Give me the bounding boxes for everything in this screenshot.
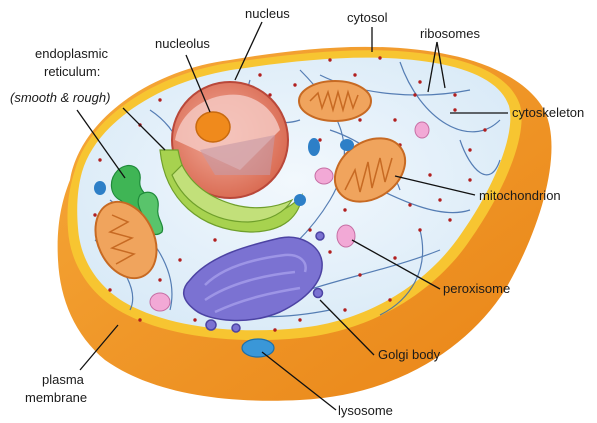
ribosome-dot: [408, 203, 411, 206]
ribosome-dot: [98, 158, 101, 161]
ribosome-dot: [298, 318, 301, 321]
ribosome-dot: [343, 208, 346, 211]
ribosome-dot: [343, 308, 346, 311]
peroxisome-mid: [315, 168, 333, 184]
ribosome-dot: [308, 228, 311, 231]
ribosome-dot: [393, 118, 396, 121]
ribosome-dot: [418, 80, 421, 83]
ribosome-dot: [93, 213, 96, 216]
ribosome-dot: [453, 108, 456, 111]
label-cytoskeleton: cytoskeleton: [512, 105, 584, 120]
ribosome-dot: [483, 128, 486, 131]
ribosome-dot: [328, 250, 331, 253]
ribosome-dot: [428, 173, 431, 176]
vesicle-4: [294, 194, 306, 206]
ribosome-dot: [318, 138, 321, 141]
ribosome-dot: [213, 238, 216, 241]
label-er-line2: reticulum:: [44, 64, 100, 79]
label-golgi: Golgi body: [378, 347, 441, 362]
ribosome-dot: [258, 73, 261, 76]
ribosome-dot: [468, 178, 471, 181]
label-plasma-line1: plasma: [42, 372, 85, 387]
ribosome-dot: [273, 328, 276, 331]
peroxisome-top: [415, 122, 429, 138]
lysosome: [242, 339, 274, 357]
ribosome-dot: [293, 83, 296, 86]
peroxisome-left: [150, 293, 170, 311]
ribosome-dot: [193, 318, 196, 321]
label-lysosome: lysosome: [338, 403, 393, 418]
label-peroxisome: peroxisome: [443, 281, 510, 296]
ribosome-dot: [358, 118, 361, 121]
vesicle-2: [308, 138, 320, 156]
label-cytosol: cytosol: [347, 10, 388, 25]
ribosome-dot: [378, 56, 381, 59]
vesicle-1: [94, 181, 106, 195]
ribosome-dot: [468, 148, 471, 151]
label-ribosomes: ribosomes: [420, 26, 480, 41]
ribosome-dot: [448, 218, 451, 221]
peroxisome-right: [337, 225, 355, 247]
label-nucleolus: nucleolus: [155, 36, 210, 51]
ribosome-dot: [388, 298, 391, 301]
ribosome-dot: [158, 278, 161, 281]
mitochondrion-top: [299, 81, 371, 121]
ribosome-dot: [438, 198, 441, 201]
label-nucleus: nucleus: [245, 6, 290, 21]
label-er-line3: (smooth & rough): [10, 90, 110, 105]
vesicle-3: [340, 139, 354, 151]
ribosome-dot: [328, 58, 331, 61]
ribosome-dot: [393, 256, 396, 259]
ribosome-dot: [453, 93, 456, 96]
ribosome-dot: [108, 288, 111, 291]
label-plasma-line2: membrane: [25, 390, 87, 405]
ribosome-dot: [413, 93, 416, 96]
label-mitochondrion: mitochondrion: [479, 188, 561, 203]
ribosome-dot: [178, 258, 181, 261]
ribosome-dot: [358, 273, 361, 276]
label-er-line1: endoplasmic: [35, 46, 108, 61]
ribosome-dot: [138, 318, 141, 321]
ribosome-dot: [353, 73, 356, 76]
ribosome-dot: [418, 228, 421, 231]
nucleolus: [196, 112, 230, 142]
ribosome-dot: [158, 98, 161, 101]
